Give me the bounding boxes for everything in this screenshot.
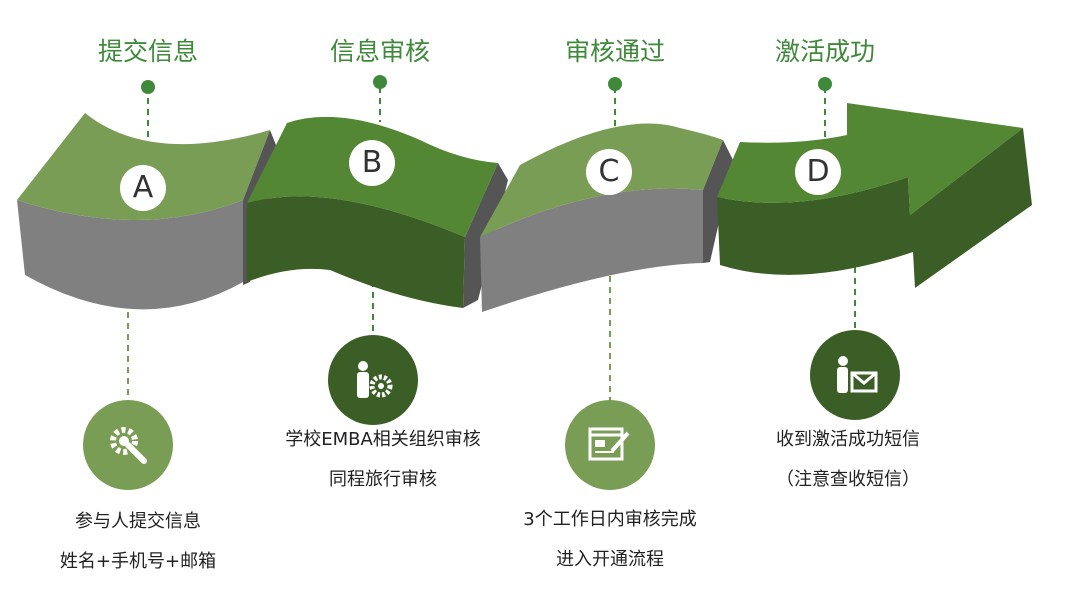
person-envelope-icon (810, 330, 900, 420)
gear-wrench-icon (83, 400, 173, 490)
segment-a-front (17, 200, 243, 310)
step-b-line-1: 学校EMBA相关组织审核 (285, 429, 481, 450)
segment-c-front (480, 188, 703, 312)
step-d-line-1: 收到激活成功短信 (776, 429, 920, 450)
step-c-description: 3个工作日内审核完成 进入开通流程 (470, 500, 750, 580)
dot-a (141, 80, 155, 94)
step-d-badge: D (795, 149, 841, 195)
segment-d-front (717, 128, 1032, 288)
segment-b-front (247, 196, 465, 308)
dot-d (818, 77, 832, 91)
person-gear-icon (328, 335, 418, 425)
step-a-line-1: 参与人提交信息 (75, 511, 201, 532)
step-c-title: 审核通过 (564, 37, 665, 66)
step-d-title: 激活成功 (774, 37, 875, 66)
step-b-badge: B (349, 140, 395, 186)
document-edit-icon (565, 400, 655, 490)
step-d-line-2: （注意查收短信） (776, 469, 920, 490)
step-a-description: 参与人提交信息 姓名+手机号+邮箱 (0, 502, 278, 582)
step-a-badge: A (120, 165, 166, 211)
step-a-line-2: 姓名+手机号+邮箱 (59, 551, 217, 572)
step-a-title: 提交信息 (97, 37, 198, 66)
dot-c (608, 77, 622, 91)
step-c-line-2: 进入开通流程 (556, 549, 664, 570)
step-b-line-2: 同程旅行审核 (329, 469, 437, 490)
segment-d-top (717, 103, 1023, 215)
step-c-badge: C (586, 149, 632, 195)
dot-b (373, 75, 387, 89)
step-c-line-1: 3个工作日内审核完成 (523, 509, 697, 530)
step-b-title: 信息审核 (329, 37, 430, 66)
step-b-description: 学校EMBA相关组织审核 同程旅行审核 (243, 420, 523, 500)
step-d-description: 收到激活成功短信 （注意查收短信） (708, 420, 988, 500)
